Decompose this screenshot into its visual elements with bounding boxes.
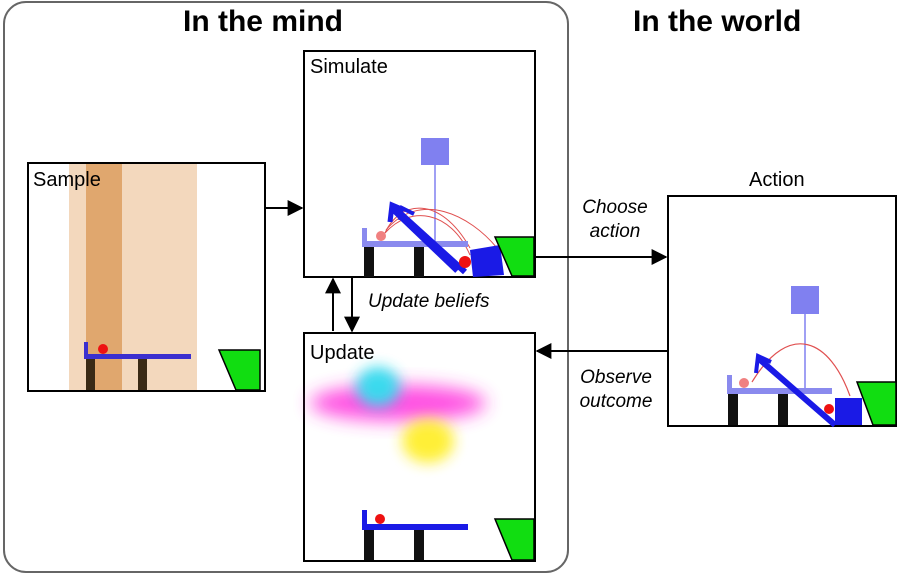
plank	[362, 241, 468, 247]
label-choose-action-line2: action	[589, 221, 641, 242]
box	[470, 245, 504, 277]
action-panel	[667, 195, 897, 428]
goal	[495, 237, 534, 276]
table-leg	[728, 394, 738, 425]
panel-label-update: Update	[310, 342, 375, 364]
tilted-plank	[756, 355, 837, 428]
goal	[219, 350, 260, 390]
goal-outline	[855, 381, 897, 426]
belief-magenta	[310, 385, 486, 421]
heading-in-the-world: In the world	[633, 5, 802, 38]
table-leg	[364, 247, 374, 277]
plank-hook	[754, 353, 772, 374]
goal-outline	[493, 236, 535, 277]
label-choose-action: Choose action	[560, 196, 670, 244]
box	[835, 398, 862, 425]
label-update-beliefs: Update beliefs	[368, 291, 490, 312]
heading-in-the-mind: In the mind	[183, 5, 343, 38]
goal-outline	[217, 349, 261, 391]
goal-outline	[493, 518, 535, 561]
panel-label-sample: Sample	[33, 169, 101, 191]
plank-hook	[398, 205, 415, 221]
plank	[84, 354, 191, 359]
hanging-block	[791, 286, 819, 314]
table-leg	[414, 530, 424, 560]
ball-predicted	[739, 378, 749, 388]
plank-lip	[362, 510, 367, 527]
belief-cyan	[356, 367, 400, 407]
ball	[375, 514, 385, 524]
plank-lip	[727, 375, 732, 391]
plank	[727, 388, 832, 394]
label-observe-outcome: Observe outcome	[560, 366, 672, 414]
plank-lip	[84, 342, 88, 356]
label-choose-action-line1: Choose	[582, 197, 648, 218]
panel-label-simulate: Simulate	[310, 56, 388, 78]
sample-panel	[27, 162, 266, 392]
label-observe-outcome-line2: outcome	[579, 391, 653, 412]
table-leg	[778, 394, 788, 425]
ball	[459, 256, 471, 268]
hanging-block	[421, 138, 449, 165]
table-leg	[138, 359, 147, 390]
belief-yellow	[402, 419, 454, 463]
plank-lip	[362, 228, 367, 244]
plank	[362, 524, 468, 530]
tilted-plank	[399, 212, 468, 275]
label-observe-outcome-line1: Observe	[580, 367, 652, 388]
table-leg	[364, 530, 374, 560]
ball	[98, 344, 108, 354]
trajectory	[384, 207, 471, 249]
table-leg	[414, 247, 424, 277]
update-panel	[303, 332, 536, 562]
simulate-panel	[303, 50, 536, 278]
table-leg	[86, 359, 95, 390]
panel-label-action: Action	[749, 169, 805, 191]
goal	[857, 382, 896, 425]
ball	[824, 404, 834, 414]
goal	[495, 519, 534, 560]
ball-predicted	[376, 231, 386, 241]
